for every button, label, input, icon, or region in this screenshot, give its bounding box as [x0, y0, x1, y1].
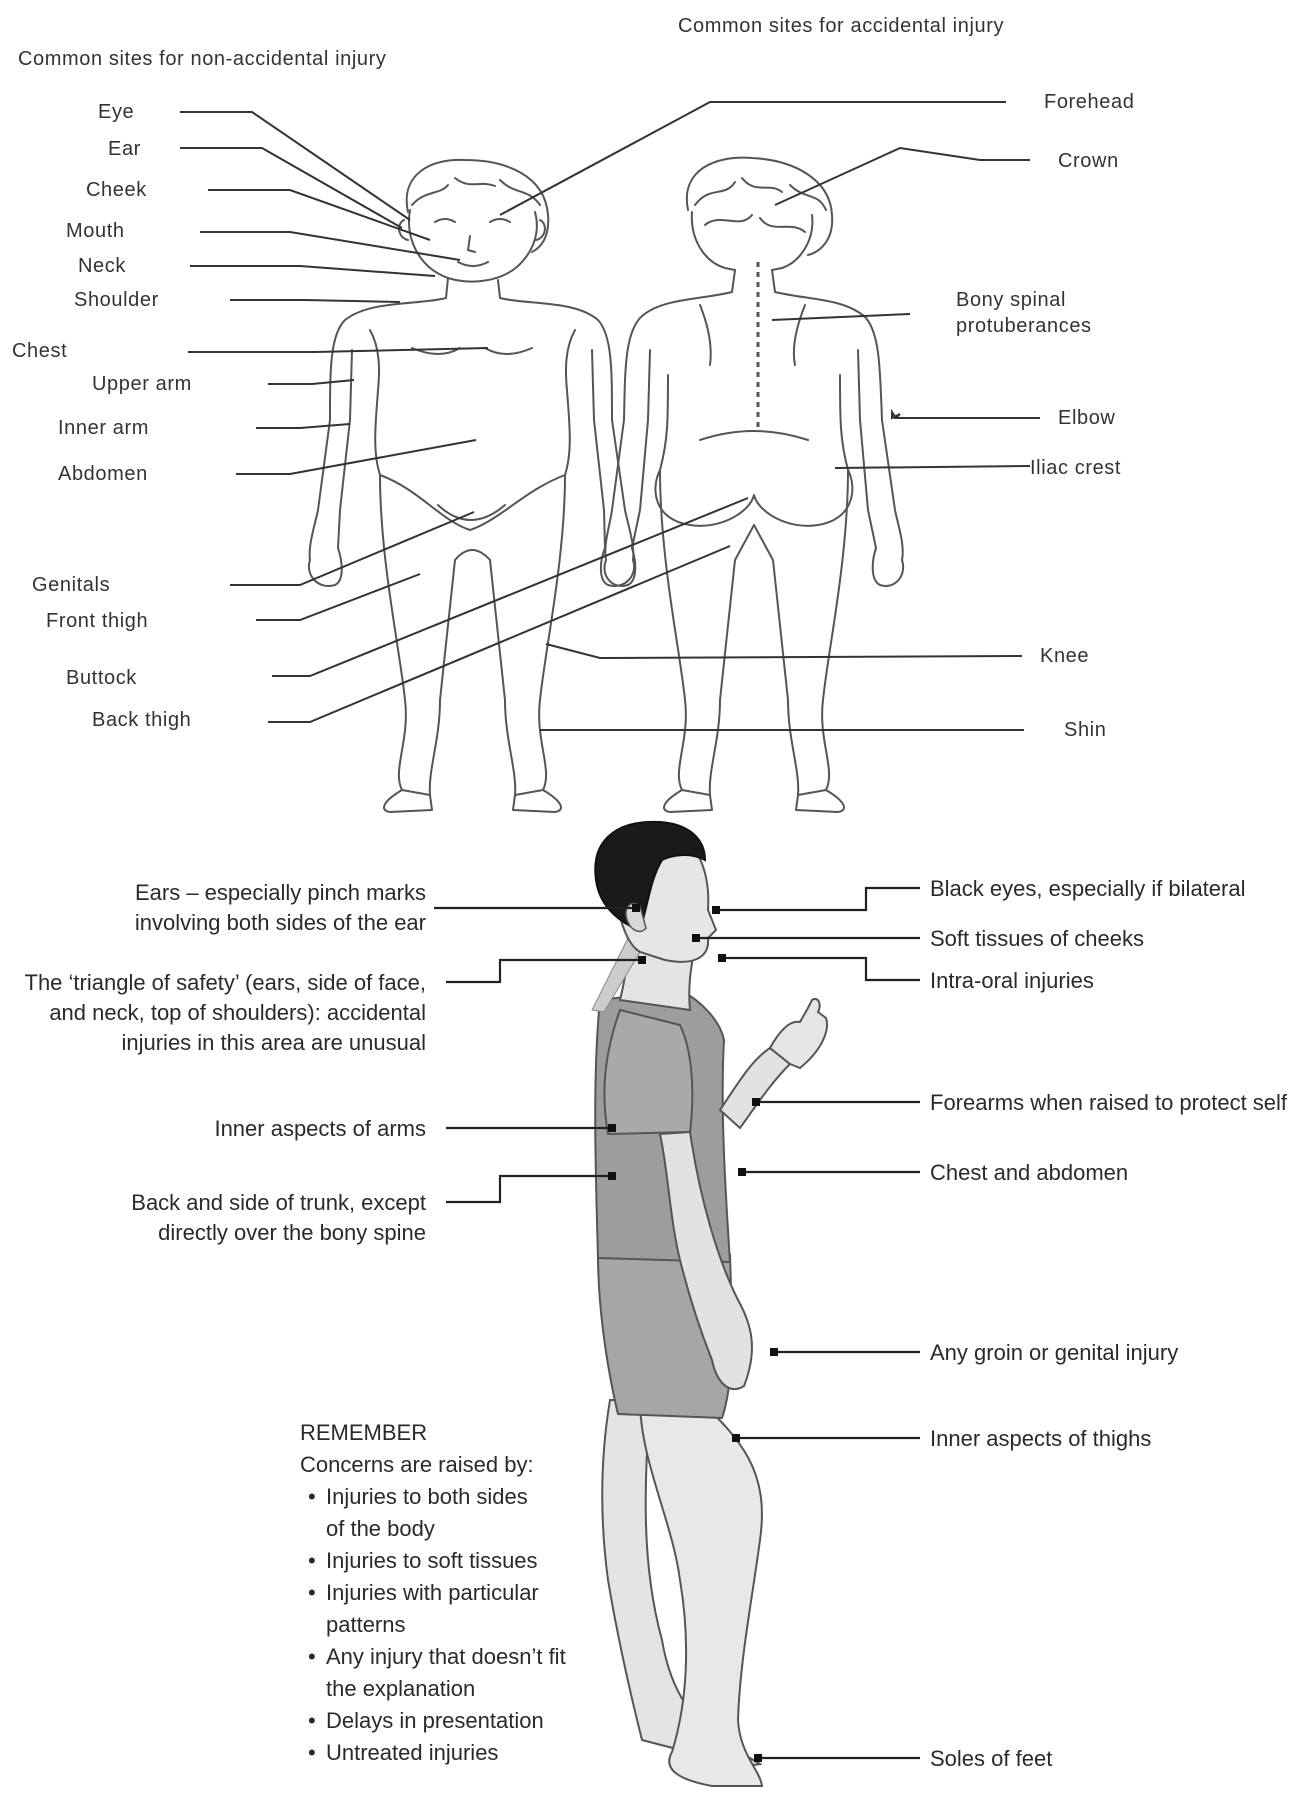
marker-black-eyes: [712, 906, 720, 914]
callout-back-line2: directly over the bony spine: [158, 1220, 426, 1245]
callout-triangle-line2: and neck, top of shoulders): accidental: [49, 1000, 426, 1025]
label-genitals: Genitals: [32, 574, 110, 596]
remember-item-patterns: Injuries with particular: [326, 1580, 539, 1605]
marker-chest-abdomen: [738, 1168, 746, 1176]
remember-box: REMEMBER Concerns are raised by: • Injur…: [300, 1420, 566, 1765]
remember-bullet: •: [308, 1708, 316, 1733]
label-bony-spinal: Bony spinal: [956, 289, 1066, 311]
remember-item-both-sides-cont: of the body: [326, 1516, 435, 1541]
remember-bullet: •: [308, 1484, 316, 1509]
callout-triangle-line1: The ‘triangle of safety’ (ears, side of …: [25, 970, 427, 995]
marker-ears: [632, 904, 640, 912]
marker-soles: [754, 1754, 762, 1762]
label-knee: Knee: [1040, 645, 1089, 667]
heading-non-accidental: Common sites for non-accidental injury: [18, 48, 387, 70]
label-shoulder: Shoulder: [74, 289, 159, 311]
callout-chest-abdomen: Chest and abdomen: [930, 1160, 1128, 1185]
bottom-diagram: Ears – especially pinch marks involving …: [25, 822, 1288, 1786]
remember-bullet: •: [308, 1644, 316, 1669]
remember-bullet: •: [308, 1580, 316, 1605]
marker-intra-oral: [718, 954, 726, 962]
remember-title: REMEMBER: [300, 1420, 427, 1445]
bottom-left-callouts: Ears – especially pinch marks involving …: [25, 880, 647, 1245]
remember-item-delays: Delays in presentation: [326, 1708, 544, 1733]
remember-item-untreated: Untreated injuries: [326, 1740, 498, 1765]
bottom-right-callouts: Black eyes, especially if bilateral Soft…: [692, 876, 1288, 1771]
child-figure: [592, 822, 827, 1786]
label-neck: Neck: [78, 255, 126, 277]
label-forehead: Forehead: [1044, 91, 1134, 113]
remember-item-explanation-cont: the explanation: [326, 1676, 475, 1701]
label-upper-arm: Upper arm: [92, 373, 192, 395]
label-inner-arm: Inner arm: [58, 417, 149, 439]
front-body-outline: [309, 160, 634, 812]
label-back-thigh: Back thigh: [92, 709, 191, 731]
label-chest: Chest: [12, 340, 67, 362]
callout-ears-line1: Ears – especially pinch marks: [135, 880, 426, 905]
callout-back-line1: Back and side of trunk, except: [131, 1190, 426, 1215]
remember-item-both-sides: Injuries to both sides: [326, 1484, 528, 1509]
top-right-leaders: [500, 102, 1040, 730]
callout-forearms: Forearms when raised to protect self: [930, 1090, 1288, 1115]
label-iliac-crest: Iliac crest: [1030, 457, 1121, 479]
label-protuberances: protuberances: [956, 315, 1092, 337]
marker-back-trunk: [608, 1172, 616, 1180]
callout-groin: Any groin or genital injury: [930, 1340, 1178, 1365]
label-abdomen: Abdomen: [58, 463, 148, 485]
label-ear: Ear: [108, 138, 141, 160]
callout-ears-line2: involving both sides of the ear: [135, 910, 426, 935]
callout-inner-arms: Inner aspects of arms: [214, 1116, 426, 1141]
callout-inner-thighs: Inner aspects of thighs: [930, 1426, 1151, 1451]
remember-bullet: •: [308, 1740, 316, 1765]
marker-triangle: [638, 956, 646, 964]
label-crown: Crown: [1058, 150, 1119, 172]
label-cheek: Cheek: [86, 179, 147, 201]
heading-accidental: Common sites for accidental injury: [678, 15, 1004, 37]
back-body-outline: [604, 158, 903, 812]
callout-triangle-line3: injuries in this area are unusual: [121, 1030, 426, 1055]
label-front-thigh: Front thigh: [46, 610, 148, 632]
callout-soles: Soles of feet: [930, 1746, 1052, 1771]
marker-cheeks: [692, 934, 700, 942]
callout-cheeks: Soft tissues of cheeks: [930, 926, 1144, 951]
label-shin: Shin: [1064, 719, 1106, 741]
marker-inner-thighs: [732, 1434, 740, 1442]
top-left-labels: Eye Ear Cheek Mouth Neck Shoulder Chest …: [12, 101, 192, 731]
label-buttock: Buttock: [66, 667, 137, 689]
remember-bullet: •: [308, 1548, 316, 1573]
label-mouth: Mouth: [66, 220, 125, 242]
marker-groin: [770, 1348, 778, 1356]
remember-item-soft-tissues: Injuries to soft tissues: [326, 1548, 538, 1573]
callout-black-eyes: Black eyes, especially if bilateral: [930, 876, 1245, 901]
top-diagram: Common sites for non-accidental injury C…: [12, 15, 1134, 812]
marker-inner-arms: [608, 1124, 616, 1132]
remember-item-patterns-cont: patterns: [326, 1612, 406, 1637]
top-right-labels: Forehead Crown Bony spinal protuberances…: [956, 91, 1134, 741]
marker-forearms: [752, 1098, 760, 1106]
label-eye: Eye: [98, 101, 134, 123]
remember-item-explanation: Any injury that doesn’t fit: [326, 1644, 566, 1669]
remember-intro: Concerns are raised by:: [300, 1452, 534, 1477]
top-left-leaders: [180, 112, 748, 722]
callout-intra-oral: Intra-oral injuries: [930, 968, 1094, 993]
label-elbow: Elbow: [1058, 407, 1115, 429]
